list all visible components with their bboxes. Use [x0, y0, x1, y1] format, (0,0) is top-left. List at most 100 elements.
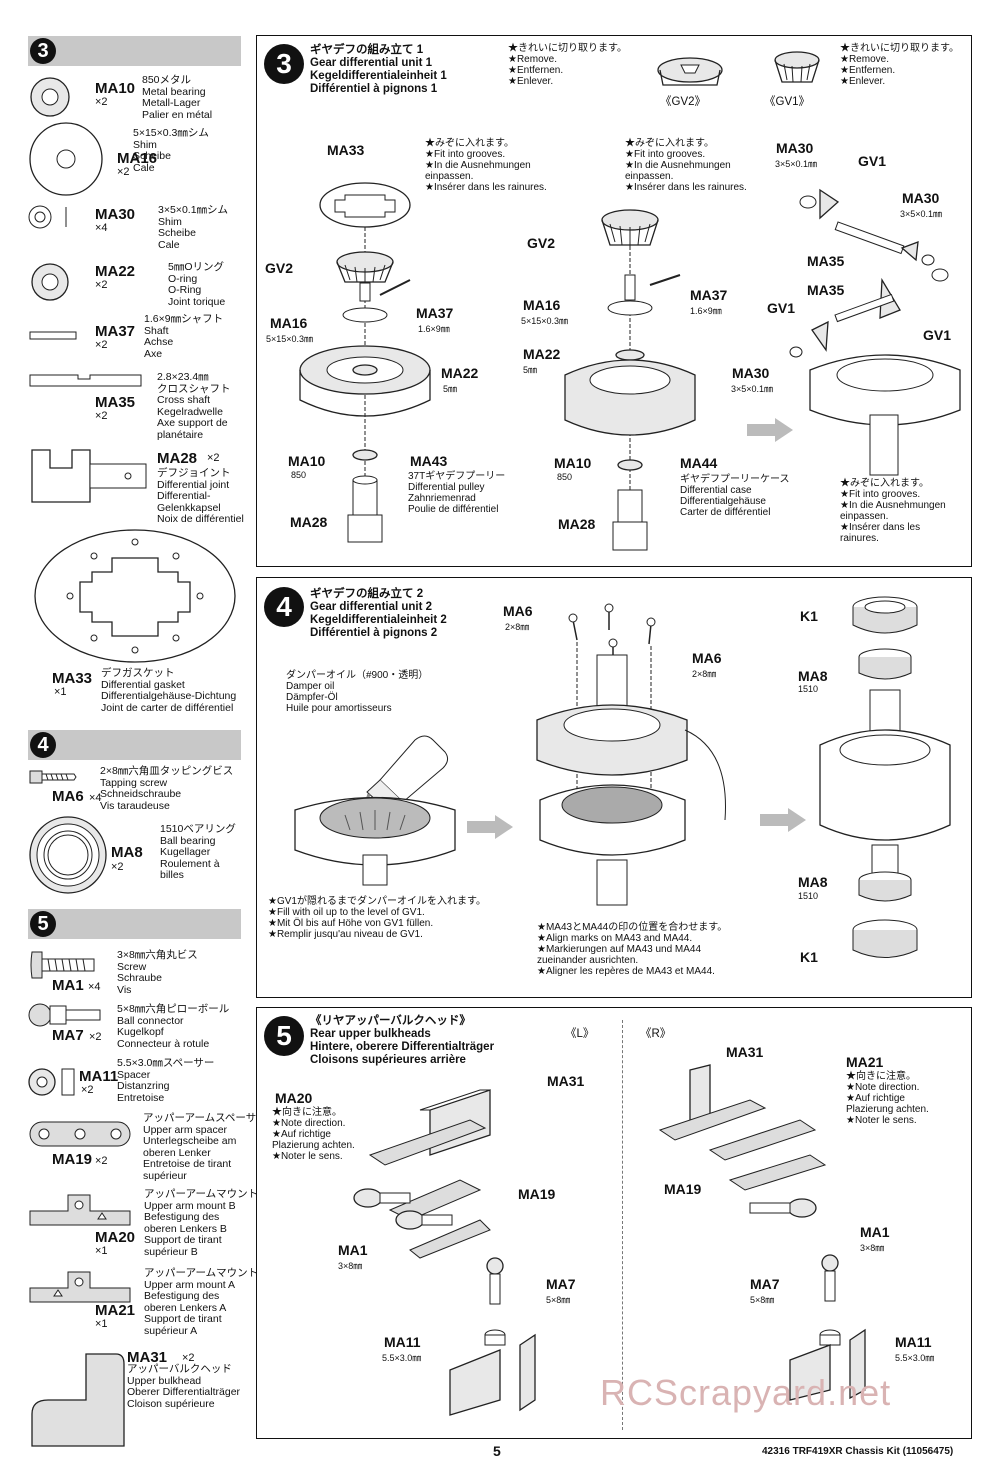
ma35-cross-shaft-icon [29, 374, 142, 387]
label-ma7-left: MA7 [546, 1276, 576, 1292]
part-desc: 3×5×0.1㎜シム Shim Scheibe Cale [158, 204, 229, 251]
step3-number: 3 [264, 44, 304, 84]
label-k1-b: K1 [800, 949, 818, 965]
part-desc: アッパーアームスペーサー Upper arm spacer Unterlegsc… [143, 1112, 267, 1182]
ma16-shim-icon [29, 122, 103, 196]
step4-number: 4 [264, 587, 304, 627]
label-ma44: MA44 [680, 455, 718, 471]
part-qty: ×2 [207, 452, 220, 464]
step4-arrow-2-icon [760, 808, 806, 832]
align-marks-note: ★MA43とMA44の印の位置を合わせます。 ★Align marks on M… [537, 922, 728, 977]
part-desc: 5.5×3.0㎜スペーサー Spacer Distanzring Entreto… [117, 1057, 215, 1104]
ma33-gasket-icon [34, 529, 236, 663]
label-ma16-b-size: 5×15×0.3㎜ [521, 316, 569, 326]
label-ma19-right: MA19 [664, 1181, 702, 1197]
label-ma20: MA20 [275, 1090, 313, 1106]
part-desc: デフジョイント Differential joint Differential-… [157, 467, 244, 525]
part-desc: 2.8×23.4㎜ クロスシャフト Cross shaft Kegelradwe… [157, 371, 231, 441]
part-qty: ×2 [89, 1031, 102, 1043]
label-ma30-c-size: 3×5×0.1㎜ [731, 384, 774, 394]
label-ma31-left: MA31 [547, 1073, 585, 1089]
part-qty: ×4 [95, 222, 108, 234]
part-qty: ×2 [117, 166, 130, 178]
step4-assembly-drawing [536, 603, 726, 906]
part-code: MA20 [95, 1229, 136, 1246]
sidebar-step5-header [28, 909, 241, 939]
part-qty: ×2 [95, 96, 108, 108]
ma6-tapping-screw-icon [29, 770, 77, 784]
label-ma6-a: MA6 [503, 603, 533, 619]
label-ma11-left: MA11 [384, 1334, 421, 1350]
part-code: MA7 [52, 1027, 84, 1044]
label-ma22-b: MA22 [523, 346, 561, 362]
part-code: MA35 [95, 394, 136, 411]
step3-title: ギヤデフの組み立て 1 Gear differential unit 1 Keg… [310, 44, 447, 95]
step3-cut-note-left: ★きれいに切り取ります。 ★Remove. ★Entfernen. ★Enlev… [508, 43, 627, 87]
ma8-ball-bearing-icon [29, 816, 107, 894]
fill-oil-note: ★GV1が隠れるまでダンパーオイルを入れます。 ★Fill with oil u… [268, 896, 486, 940]
part-desc: 1.6×9㎜シャフト Shaft Achse Axe [144, 313, 224, 360]
part-code: MA10 [95, 80, 136, 97]
label-ma22: MA22 [441, 365, 479, 381]
part-code: MA8 [111, 844, 143, 861]
part-qty: ×1 [95, 1318, 108, 1330]
part-desc: 2×8㎜六角皿タッピングビス Tapping screw Schneidschr… [100, 765, 234, 812]
part-qty: ×4 [88, 981, 101, 993]
label-ma1-right: MA1 [860, 1224, 890, 1240]
part-desc: アッパーアームマウントB Upper arm mount B Befestigu… [144, 1188, 266, 1258]
label-ma1-left: MA1 [338, 1242, 368, 1258]
ma1-screw-icon [30, 951, 95, 979]
step5-title: 《リヤアッパーバルクヘッド》 Rear upper bulkheads Hint… [310, 1015, 495, 1066]
part-code: MA1 [52, 977, 84, 994]
label-ma16-size: 5×15×0.3㎜ [266, 334, 314, 344]
step3-groove-note-1: ★みぞに入れます。 ★Fit into grooves. ★In die Aus… [425, 138, 547, 193]
part-qty: ×2 [95, 339, 108, 351]
label-ma7-left-size: 5×8㎜ [546, 1295, 571, 1305]
part-code: MA16 [117, 150, 158, 167]
part-desc: 850メタル Metal bearing Metall-Lager Palier… [142, 74, 213, 121]
part-desc: 5㎜Oリング O-ring O-Ring Joint torique [168, 261, 226, 308]
label-ma10-b-size: 850 [557, 472, 573, 482]
label-ma7-right: MA7 [750, 1276, 780, 1292]
left-side-label: 《L》 [565, 1028, 595, 1040]
label-ma30-b-size: 3×5×0.1㎜ [900, 209, 943, 219]
part-desc: 5×15×0.3㎜シム Shim Scheibe Cale [133, 127, 209, 174]
ma10-bearing-icon [30, 77, 70, 117]
part-qty: ×1 [95, 1245, 108, 1257]
part-desc: アッパーアームマウントA Upper arm mount A Befestigu… [144, 1267, 266, 1337]
label-gv2: GV2 [265, 260, 294, 276]
step4-bearing-drawing [819, 596, 951, 958]
ma31-upper-bulkhead-icon [31, 1353, 125, 1447]
step3-groove-note-3: ★みぞに入れます。 ★Fit into grooves. ★In die Aus… [840, 478, 946, 544]
part-desc: 5×8㎜六角ピローボール Ball connector Kugelkopf Co… [117, 1003, 230, 1050]
label-ma11-right: MA11 [895, 1334, 932, 1350]
label-gv1-a: GV1 [858, 153, 887, 169]
label-ma10-size: 850 [291, 470, 307, 480]
gv2-label: 《GV2》 [660, 96, 707, 108]
ma11-spacer-icon [28, 1068, 75, 1096]
part-desc: デフガスケット Differential gasket Differential… [101, 667, 237, 714]
part-code: MA21 [95, 1302, 136, 1319]
part-qty: ×2 [95, 279, 108, 291]
ma44-description: ギヤデフプーリーケース Differential case Differenti… [680, 474, 790, 518]
step4-title: ギヤデフの組み立て 2 Gear differential unit 2 Keg… [310, 588, 447, 639]
step3-assembly-3-drawing [789, 188, 961, 476]
label-ma7-right-size: 5×8㎜ [750, 1295, 775, 1305]
step3-assembly-1-drawing [299, 182, 431, 543]
part-qty: ×2 [182, 1352, 195, 1364]
gv1-sprue-gear-icon [774, 51, 820, 83]
direction-note-right: ★向きに注意。 ★Note direction. ★Auf richtige P… [846, 1071, 929, 1126]
label-ma37: MA37 [416, 305, 454, 321]
label-ma43: MA43 [410, 453, 448, 469]
part-code: MA22 [95, 263, 136, 280]
label-ma11-left-size: 5.5×3.0㎜ [382, 1353, 422, 1363]
label-ma10: MA10 [288, 453, 326, 469]
sidebar-step5-number: 5 [30, 911, 56, 937]
label-ma35-a: MA35 [807, 253, 845, 269]
part-qty: ×2 [95, 410, 108, 422]
left-bulkhead-drawing [353, 1089, 536, 1416]
part-desc: アッパーバルクヘッド Upper bulkhead Oberer Differe… [127, 1363, 241, 1410]
label-ma1-right-size: 3×8㎜ [860, 1243, 885, 1253]
ma28-diff-joint-icon [31, 449, 147, 503]
part-code: MA33 [52, 670, 93, 687]
